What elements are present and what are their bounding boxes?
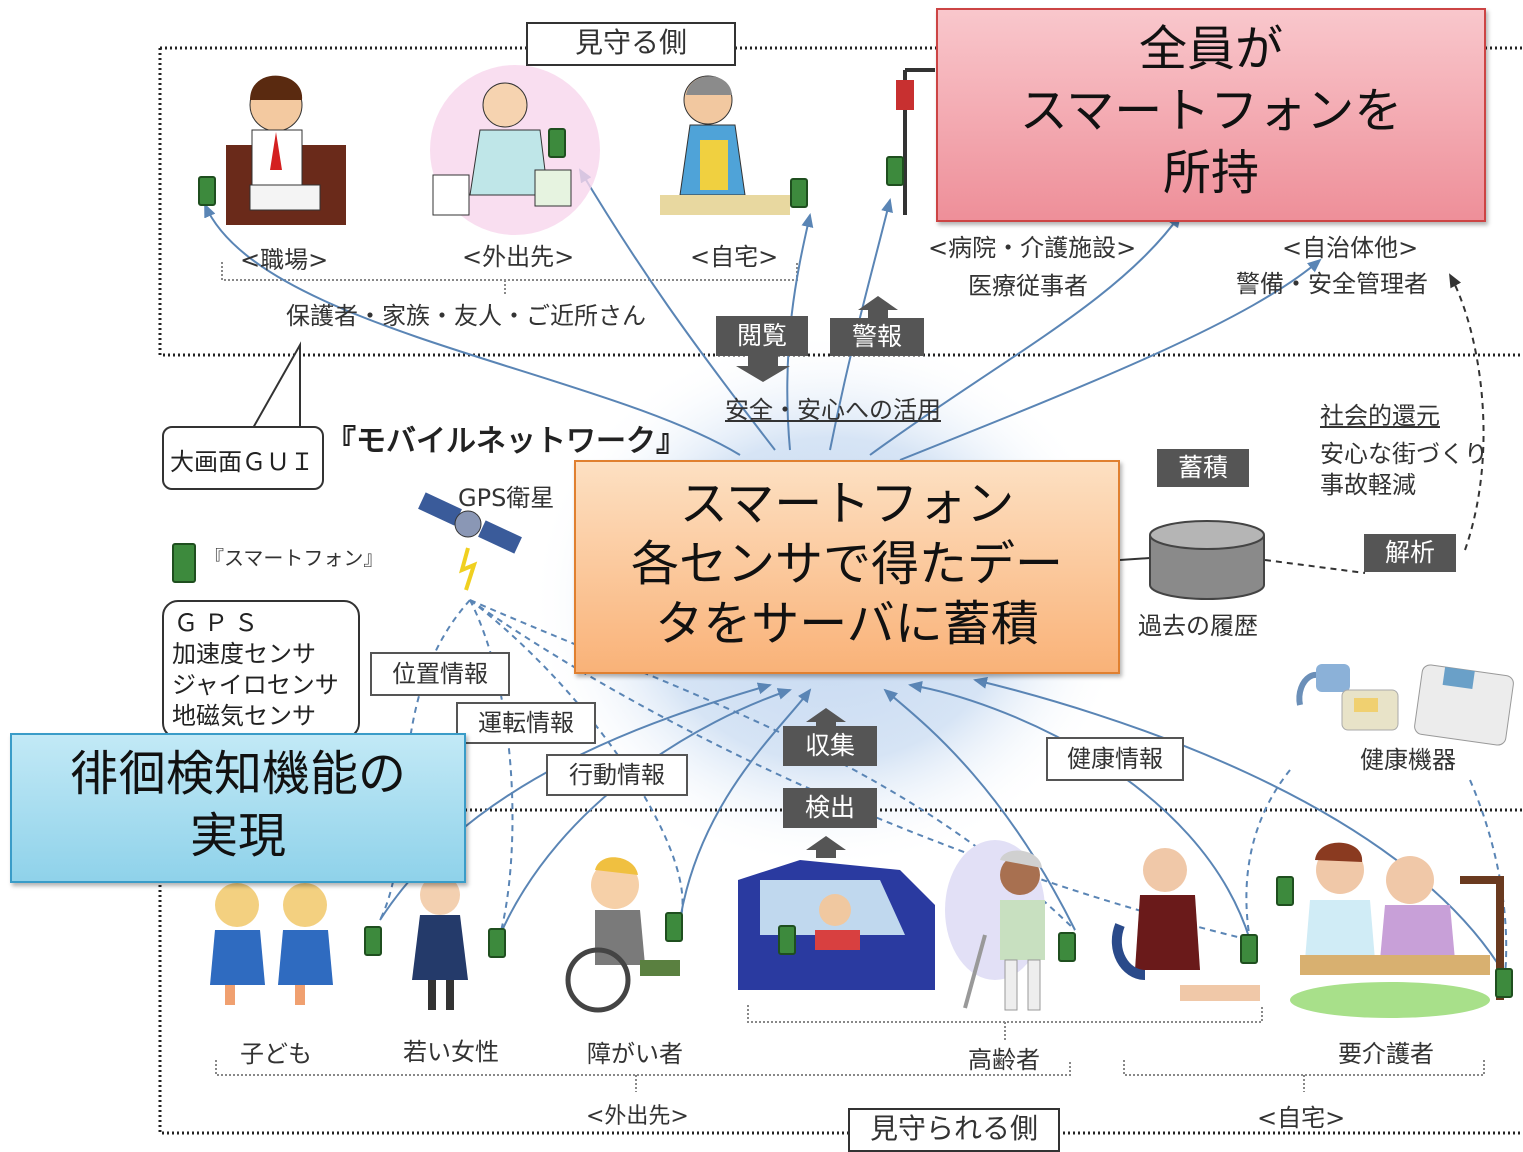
sensor-item: ＧＰＳ <box>174 609 264 637</box>
home-group-label: <自宅> <box>1257 1104 1346 1132</box>
all-smartphone-callout: 全員が スマートフォンを 所持 <box>936 8 1486 222</box>
big-gui-bubble: 大画面ＧＵＩ <box>162 426 324 490</box>
young-woman-figure <box>412 865 468 1010</box>
phone-icon <box>548 128 566 158</box>
gps-satellite-figure <box>418 492 522 591</box>
health-info-tag: 健康情報 <box>1046 737 1184 781</box>
phone-icon <box>1495 968 1513 998</box>
store-tag: 蓄積 <box>1157 449 1249 487</box>
wandering-detection-callout: 徘徊検知機能の 実現 <box>10 733 466 883</box>
phone-icon <box>364 926 382 956</box>
phone-icon <box>778 925 796 955</box>
history-database <box>1149 520 1265 600</box>
person-elderly: 高齢者 <box>968 1046 1040 1074</box>
browse-arrow <box>736 356 790 382</box>
medical-staff-label: 医療従事者 <box>968 272 1088 300</box>
all-smartphone-text: 全員が スマートフォンを 所持 <box>1019 21 1403 201</box>
sensor-list: ＧＰＳ 加速度センサ ジャイロセンサ 地磁気センサ <box>162 600 360 739</box>
health-devices-figure <box>1296 664 1514 746</box>
collect-tag: 収集 <box>783 726 877 766</box>
place-outing: <外出先> <box>462 243 575 271</box>
gps-satellite-label: GPS衛星 <box>458 484 555 512</box>
social-return-line1: 安心な街づくり <box>1320 440 1488 468</box>
sensor-item: ジャイロセンサ <box>172 671 339 699</box>
alert-arrow <box>858 296 898 320</box>
big-gui-label: 大画面ＧＵＩ <box>170 448 314 476</box>
car-driver-figure <box>738 860 935 990</box>
phone-icon <box>665 912 683 942</box>
sensor-item: 地磁気センサ <box>172 702 316 730</box>
place-workplace: <職場> <box>240 246 329 274</box>
phone-icon <box>1058 932 1076 962</box>
person-care-recipient: 要介護者 <box>1338 1040 1434 1068</box>
elderly-bp-figure <box>1111 848 1260 1001</box>
outing-group-label: <外出先> <box>586 1104 689 1129</box>
family-group-label: 保護者・家族・友人・ご近所さん <box>286 302 646 330</box>
position-info-tag: 位置情報 <box>370 652 510 696</box>
alert-tag: 警報 <box>830 318 924 356</box>
usage-label: 安全・安心への活用 <box>725 396 941 424</box>
analyze-tag: 解析 <box>1364 534 1456 572</box>
browse-tag: 閲覧 <box>716 316 808 356</box>
smartphone-label: 『スマートフォン』 <box>204 546 384 570</box>
phone-icon <box>790 178 808 208</box>
place-home: <自宅> <box>690 243 779 271</box>
behavior-info-tag: 行動情報 <box>546 754 688 796</box>
wandering-detection-text: 徘徊検知機能の 実現 <box>69 746 406 864</box>
homemaker-figure <box>660 75 790 215</box>
server-storage-text: スマートフォン 各センサで得たデー タをサーバに蓄積 <box>630 476 1063 652</box>
shopper-figure <box>430 65 600 235</box>
place-municipality: <自治体他> <box>1282 234 1419 262</box>
social-return-line2: 事故軽減 <box>1320 471 1416 499</box>
phone-icon <box>1276 876 1294 906</box>
security-staff-label: 警備・安全管理者 <box>1236 270 1428 298</box>
worker-figure <box>226 75 346 225</box>
watched-side-title: 見守られる側 <box>848 1108 1060 1152</box>
phone-icon <box>1240 934 1258 964</box>
driving-info-tag: 運転情報 <box>456 702 596 744</box>
phone-icon <box>198 176 216 206</box>
children-figure <box>210 883 333 1005</box>
elderly-walker-figure <box>945 840 1045 1011</box>
person-children: 子ども <box>240 1040 312 1068</box>
sensor-item: 加速度センサ <box>172 640 316 668</box>
phone-icon <box>488 928 506 958</box>
caregiver-figure <box>1290 842 1504 1018</box>
watching-side-title: 見守る側 <box>526 22 736 66</box>
phone-icon <box>172 543 196 583</box>
person-disabled: 障がい者 <box>587 1040 683 1068</box>
wheelchair-figure <box>565 857 680 1013</box>
detect-arrow <box>806 836 846 858</box>
phone-icon <box>886 156 904 186</box>
place-hospital: <病院・介護施設> <box>928 234 1137 262</box>
hospital-figure <box>896 68 935 215</box>
server-storage-callout: スマートフォン 各センサで得たデー タをサーバに蓄積 <box>574 460 1120 674</box>
detect-tag: 検出 <box>783 788 877 828</box>
person-young-woman: 若い女性 <box>403 1038 499 1066</box>
mobile-network-title: 『モバイルネットワーク』 <box>326 424 686 459</box>
health-devices-label: 健康機器 <box>1360 746 1456 774</box>
history-label: 過去の履歴 <box>1138 612 1258 640</box>
social-return-title: 社会的還元 <box>1320 402 1440 430</box>
